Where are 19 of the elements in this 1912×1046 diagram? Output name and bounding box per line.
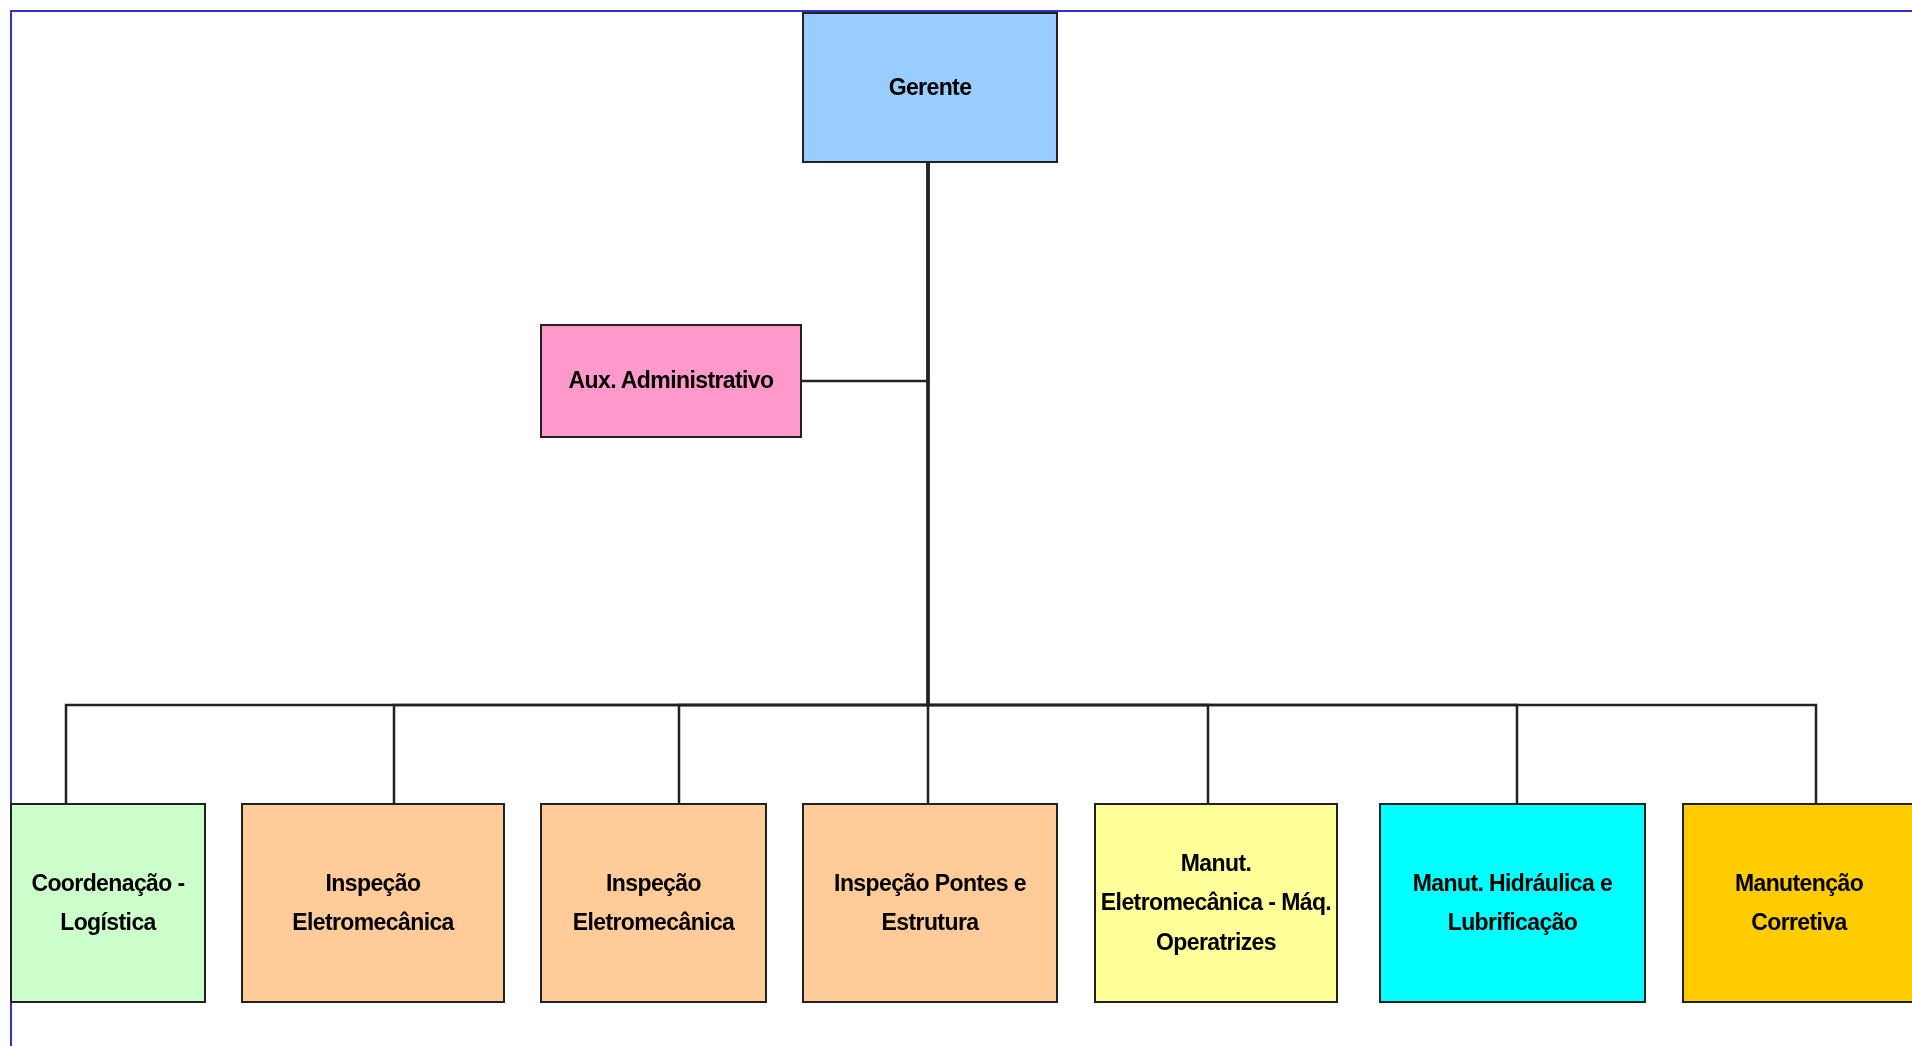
box-label: Inspeção Pontes e Estrutura [833,868,1027,937]
org-box [802,12,1058,163]
org-box [540,324,802,438]
org-box [802,803,1058,1003]
org-box [540,803,767,1003]
box-label: Aux. Administrativo [568,366,774,396]
box-label: Manutenção Corretiva [1733,868,1865,937]
box-label: Inspeção Eletromecânica [291,868,456,937]
org-box [10,803,206,1003]
box-label: Manut. Eletromecânica - Máq. Operatrizes [1100,849,1332,957]
box-label: Inspeção Eletromecânica [571,868,736,937]
box-label: Gerente [888,72,972,102]
box-label: Coordenação - Logística [30,868,186,937]
box-label: Manut. Hidráulica e Lubrificação [1411,868,1614,937]
org-box [1682,803,1912,1003]
connector-line [926,163,1818,803]
org-box [1379,803,1646,1003]
org-box [1094,803,1338,1003]
org-box [241,803,505,1003]
